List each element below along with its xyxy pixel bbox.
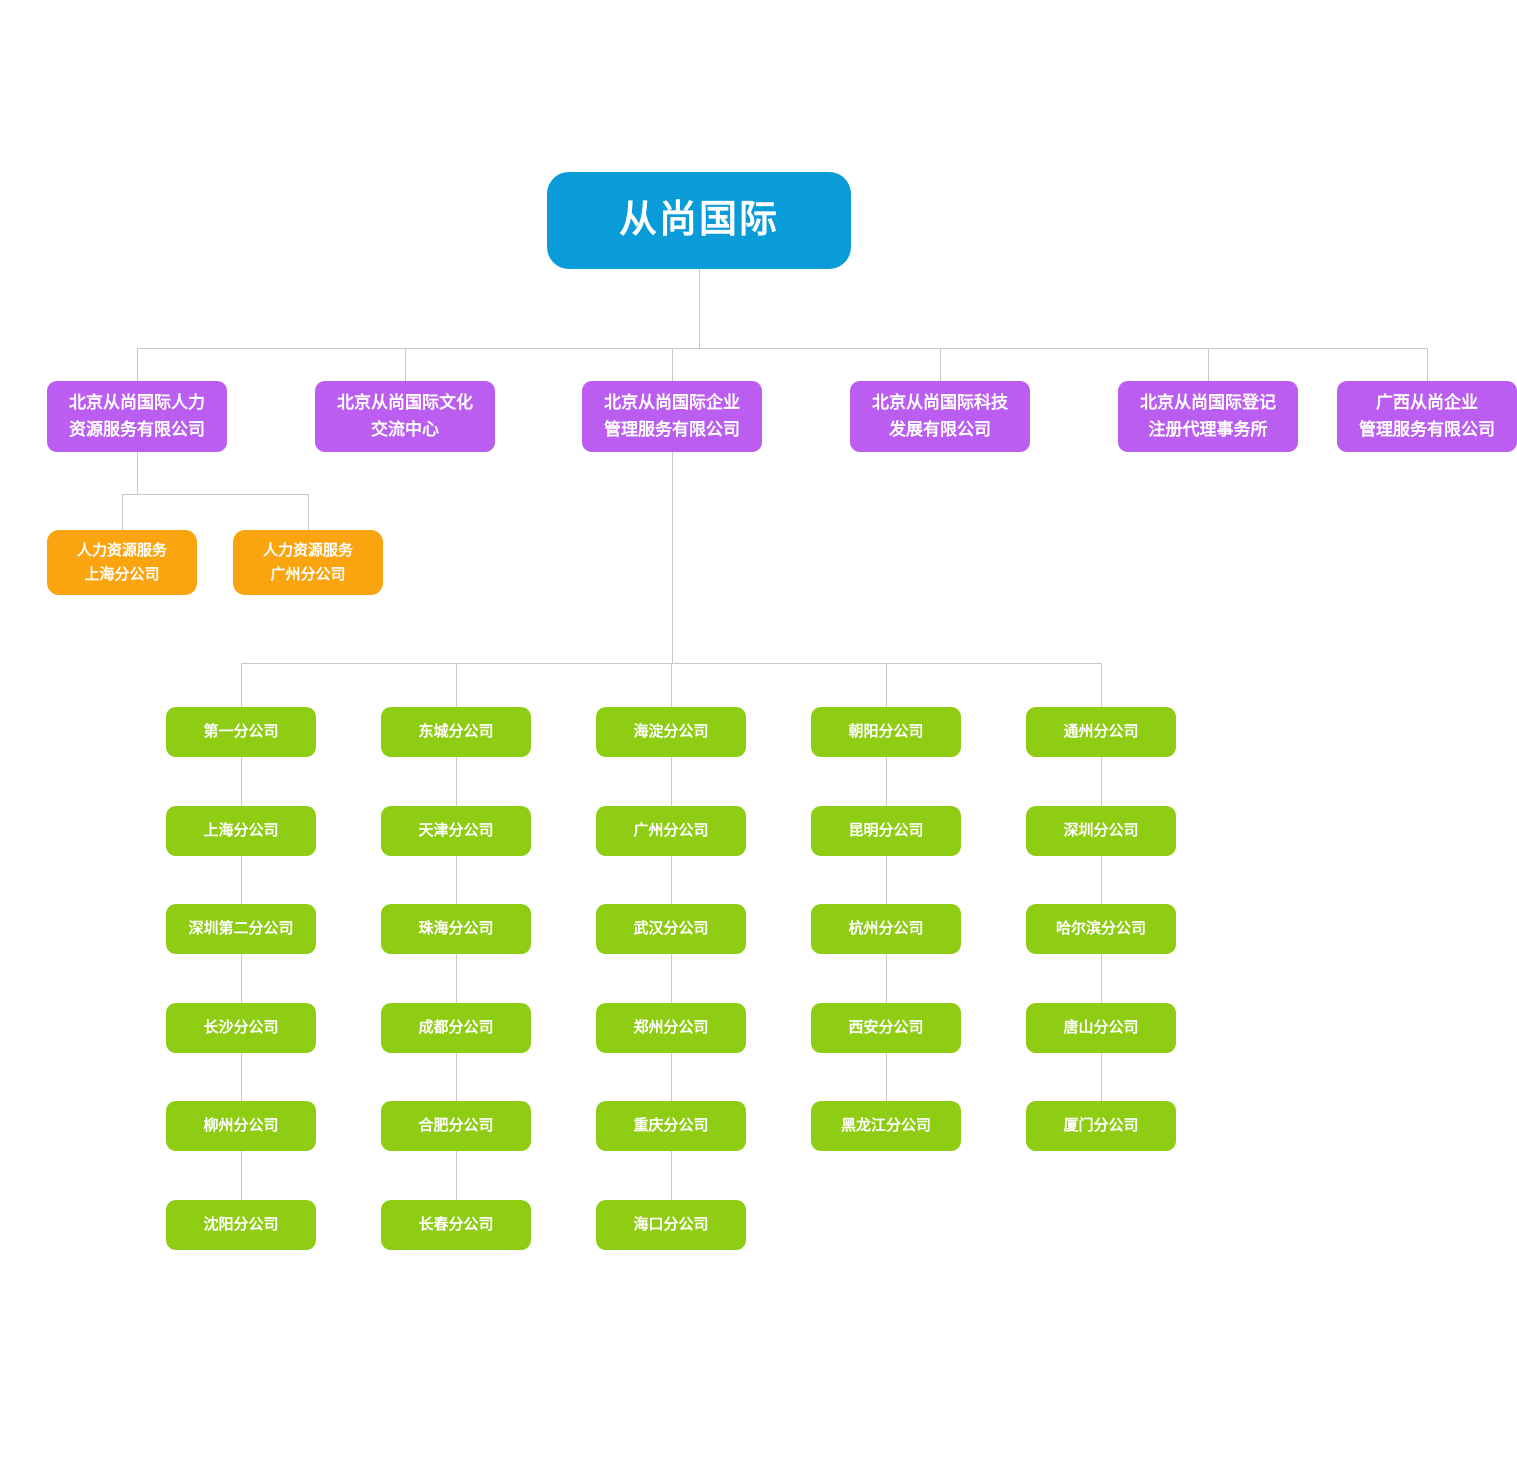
connector-line (1101, 757, 1102, 806)
branch-node: 西安分公司 (811, 1003, 961, 1053)
subsidiary-node: 广西从尚企业 管理服务有限公司 (1337, 381, 1517, 452)
connector-line (671, 757, 672, 806)
connector-line (456, 856, 457, 904)
subsidiary-node: 北京从尚国际人力 资源服务有限公司 (47, 381, 227, 452)
branch-node: 黑龙江分公司 (811, 1101, 961, 1151)
branch-node: 通州分公司 (1026, 707, 1176, 757)
connector-line (137, 452, 138, 494)
branch-node: 珠海分公司 (381, 904, 531, 954)
connector-line (940, 348, 941, 381)
branch-node: 唐山分公司 (1026, 1003, 1176, 1053)
connector-line (699, 269, 700, 348)
branch-node: 东城分公司 (381, 707, 531, 757)
root-node: 从尚国际 (547, 172, 851, 269)
connector-line (241, 1151, 242, 1200)
branch-node: 武汉分公司 (596, 904, 746, 954)
connector-line (122, 494, 308, 495)
branch-node: 柳州分公司 (166, 1101, 316, 1151)
branch-node: 成都分公司 (381, 1003, 531, 1053)
subsidiary-node: 北京从尚国际企业 管理服务有限公司 (582, 381, 762, 452)
branch-node: 厦门分公司 (1026, 1101, 1176, 1151)
connector-line (671, 856, 672, 904)
hr-branch-node: 人力资源服务 广州分公司 (233, 530, 383, 595)
connector-line (241, 757, 242, 806)
subsidiary-node: 北京从尚国际登记 注册代理事务所 (1118, 381, 1298, 452)
connector-line (137, 348, 1427, 349)
connector-line (456, 954, 457, 1003)
connector-line (671, 1151, 672, 1200)
connector-line (886, 663, 887, 707)
branch-node: 天津分公司 (381, 806, 531, 856)
connector-line (241, 954, 242, 1003)
branch-node: 郑州分公司 (596, 1003, 746, 1053)
connector-line (1101, 856, 1102, 904)
connector-line (405, 348, 406, 381)
branch-node: 深圳分公司 (1026, 806, 1176, 856)
connector-line (456, 1151, 457, 1200)
branch-node: 长沙分公司 (166, 1003, 316, 1053)
branch-node: 广州分公司 (596, 806, 746, 856)
connector-line (137, 348, 138, 381)
connector-line (1208, 348, 1209, 381)
connector-line (886, 954, 887, 1003)
connector-line (886, 856, 887, 904)
connector-line (456, 663, 457, 707)
branch-node: 沈阳分公司 (166, 1200, 316, 1250)
branch-node: 深圳第二分公司 (166, 904, 316, 954)
branch-node: 第一分公司 (166, 707, 316, 757)
branch-node: 朝阳分公司 (811, 707, 961, 757)
branch-node: 重庆分公司 (596, 1101, 746, 1151)
connector-line (671, 663, 672, 707)
subsidiary-node: 北京从尚国际科技 发展有限公司 (850, 381, 1030, 452)
connector-line (456, 757, 457, 806)
subsidiary-node: 北京从尚国际文化 交流中心 (315, 381, 495, 452)
connector-line (1101, 954, 1102, 1003)
connector-line (241, 1053, 242, 1101)
connector-line (456, 1053, 457, 1101)
connector-line (671, 1053, 672, 1101)
branch-node: 上海分公司 (166, 806, 316, 856)
connector-line (241, 663, 242, 707)
hr-branch-node: 人力资源服务 上海分公司 (47, 530, 197, 595)
connector-line (672, 452, 673, 663)
branch-node: 合肥分公司 (381, 1101, 531, 1151)
connector-line (1101, 1053, 1102, 1101)
connector-line (886, 757, 887, 806)
connector-line (886, 1053, 887, 1101)
branch-node: 长春分公司 (381, 1200, 531, 1250)
connector-line (308, 494, 309, 530)
branch-node: 海淀分公司 (596, 707, 746, 757)
connector-line (1427, 348, 1428, 381)
connector-line (672, 348, 673, 381)
branch-node: 杭州分公司 (811, 904, 961, 954)
branch-node: 哈尔滨分公司 (1026, 904, 1176, 954)
connector-line (1101, 663, 1102, 707)
branch-node: 海口分公司 (596, 1200, 746, 1250)
connector-line (671, 954, 672, 1003)
branch-node: 昆明分公司 (811, 806, 961, 856)
connector-line (241, 856, 242, 904)
connector-line (122, 494, 123, 530)
